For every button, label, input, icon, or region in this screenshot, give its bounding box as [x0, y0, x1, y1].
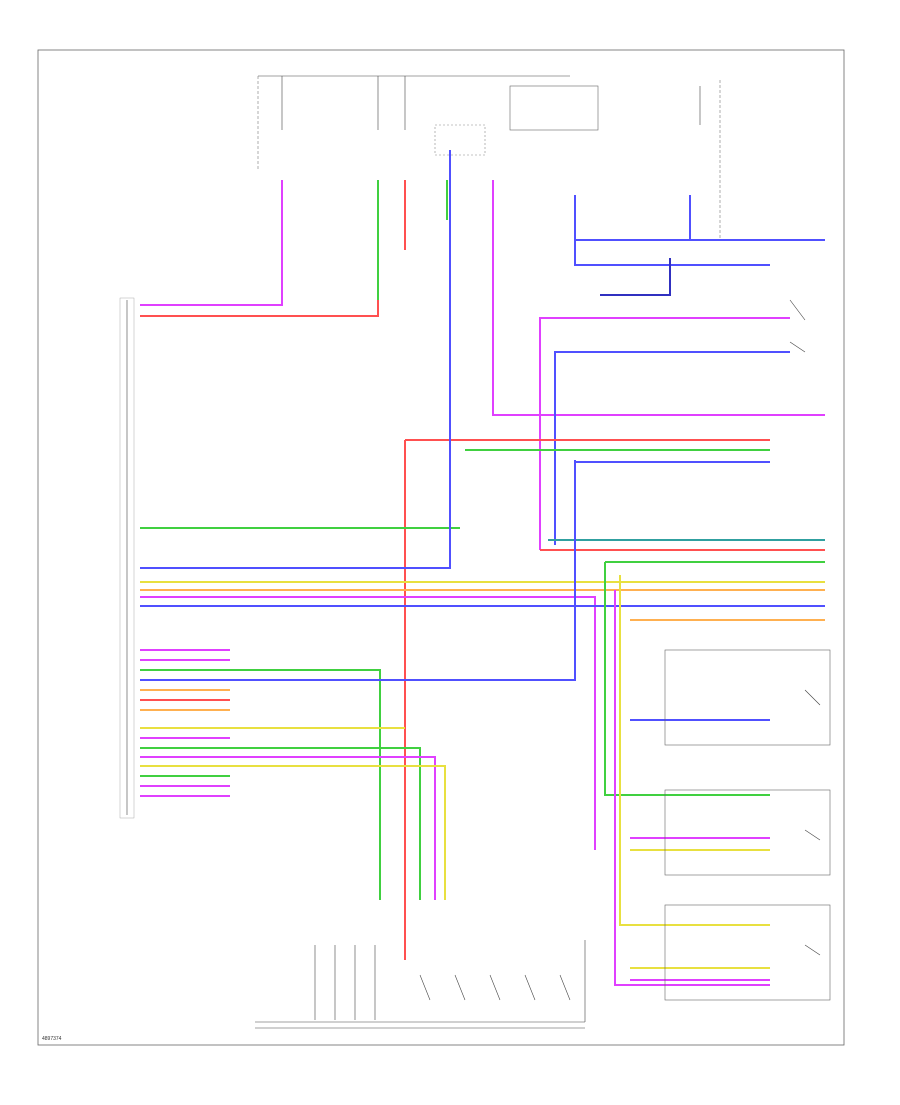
module-connector-pins — [119, 297, 135, 819]
right-components — [664, 299, 831, 1001]
bottom-switch-group — [255, 940, 586, 1029]
wires — [140, 150, 825, 986]
diagram-frame — [37, 49, 845, 1046]
fuse-block-top — [257, 75, 721, 240]
page-id-label: 4897374 — [42, 1036, 62, 1042]
